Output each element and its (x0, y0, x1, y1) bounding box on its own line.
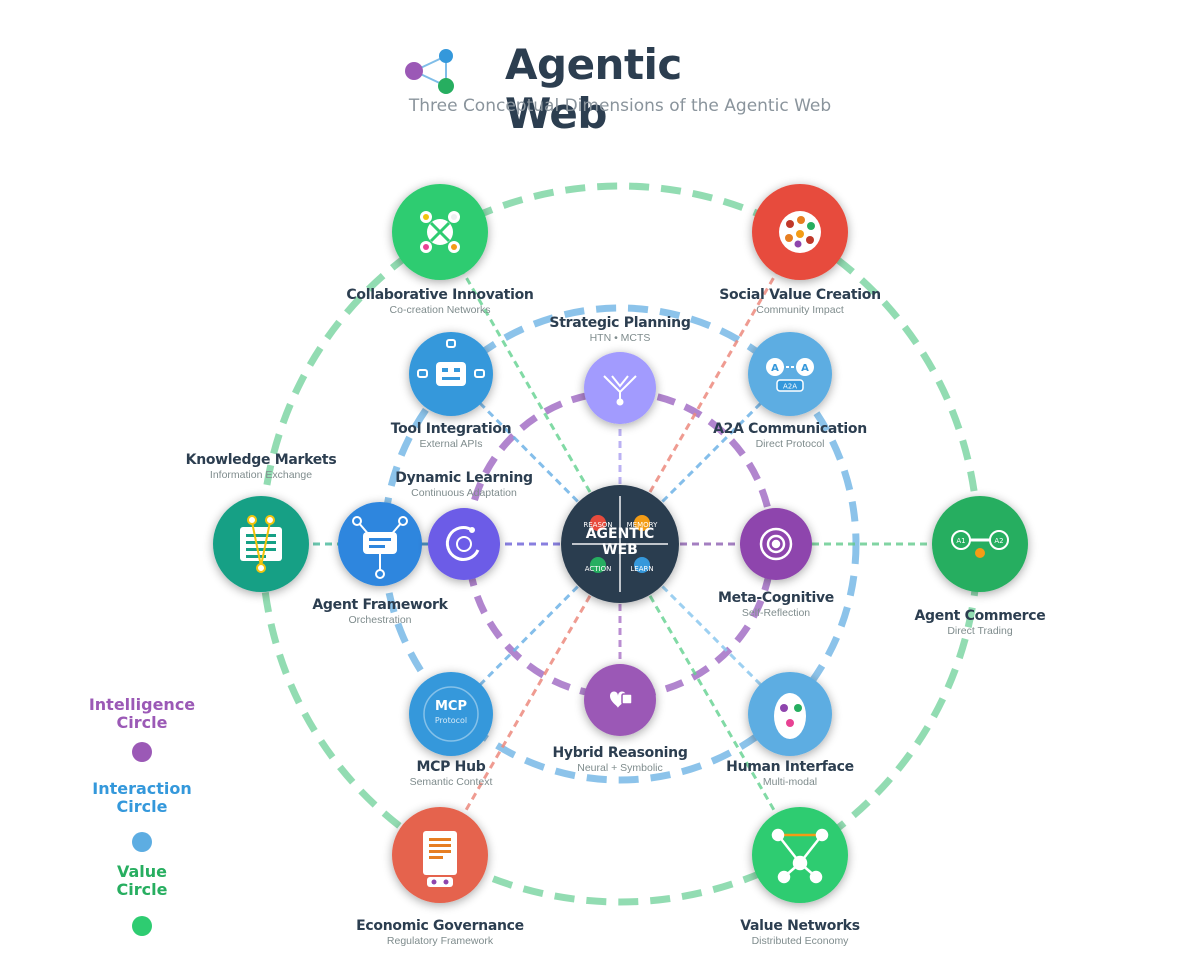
a2a-protocol-icon: A A A2A (766, 358, 814, 392)
quadrant-action-label: ACTION (585, 565, 612, 573)
core-label-line1: AGENTIC (586, 526, 655, 542)
api-tool-icon (417, 339, 485, 386)
page-subtitle: Three Conceptual Dimensions of the Agent… (408, 96, 832, 116)
agent-framework-node[interactable] (338, 502, 422, 586)
meta-cognitive-node[interactable] (740, 508, 812, 580)
mcp-badge-label: MCP (435, 699, 467, 714)
dynamic-learning-node[interactable] (428, 508, 500, 580)
planning-tree-icon (603, 375, 637, 406)
legend-intelligence-dot (132, 742, 152, 762)
legend-value-line2: Circle (116, 880, 168, 899)
human-interface-node[interactable] (748, 672, 832, 756)
knowledge-markets-node[interactable] (213, 496, 309, 592)
orchestration-icon (352, 516, 408, 579)
network-graph-icon (771, 828, 829, 884)
document-exchange-icon (240, 515, 282, 573)
self-reflection-icon (759, 527, 793, 561)
commerce-agent-a1-label: A1 (956, 537, 965, 545)
quadrant-reason-label: REASON (583, 521, 612, 529)
mcp-hub-node[interactable]: MCP Protocol (409, 672, 493, 756)
regulation-icon (423, 831, 457, 887)
core-label-line2: WEB (602, 542, 638, 558)
legend-value-dot (132, 916, 152, 936)
legend-interaction-line2: Circle (116, 797, 168, 816)
value-networks-node[interactable] (752, 807, 848, 903)
legend-interaction-line1: Interaction (92, 779, 192, 798)
legend-intelligence-line2: Circle (116, 713, 168, 732)
a2a-agent-left-label: A (771, 363, 779, 374)
legend-interaction-label: Interaction Circle (77, 780, 207, 816)
tool-integration-node[interactable] (409, 332, 493, 416)
a2a-agent-right-label: A (801, 363, 809, 374)
neural-symbolic-icon (610, 691, 633, 708)
mcp-protocol-label: Protocol (435, 716, 467, 725)
economic-governance-node[interactable] (392, 807, 488, 903)
agent-commerce-node[interactable]: A1 A2 (932, 496, 1028, 592)
adaptation-cycle-icon (445, 525, 480, 561)
legend-value-line1: Value (116, 862, 168, 881)
a2a-badge-label: A2A (783, 383, 797, 391)
hybrid-reasoning-node[interactable] (584, 664, 656, 736)
legend-interaction-dot (132, 832, 152, 852)
community-icon (779, 211, 821, 253)
legend-intelligence-label: Intelligence Circle (77, 696, 207, 732)
trade-icon: A1 A2 (951, 530, 1009, 558)
page-title: Agentic Web (505, 40, 682, 138)
strategic-planning-node[interactable] (584, 352, 656, 424)
social-value-creation-node[interactable] (752, 184, 848, 280)
quadrant-learn-label: LEARN (630, 565, 653, 573)
agentic-web-logo (405, 49, 454, 94)
commerce-agent-a2-label: A2 (994, 537, 1003, 545)
co-creation-icon (420, 211, 460, 253)
legend-intelligence-line1: Intelligence (88, 695, 196, 714)
collaborative-innovation-node[interactable] (392, 184, 488, 280)
quadrant-memory-label: MEMORY (627, 521, 658, 529)
agentic-web-core[interactable]: REASON MEMORY ACTION LEARN AGENTIC WEB (561, 485, 679, 603)
face-icon (774, 693, 806, 739)
a2a-communication-node[interactable]: A A A2A (748, 332, 832, 416)
legend-value-label: Value Circle (77, 863, 207, 899)
